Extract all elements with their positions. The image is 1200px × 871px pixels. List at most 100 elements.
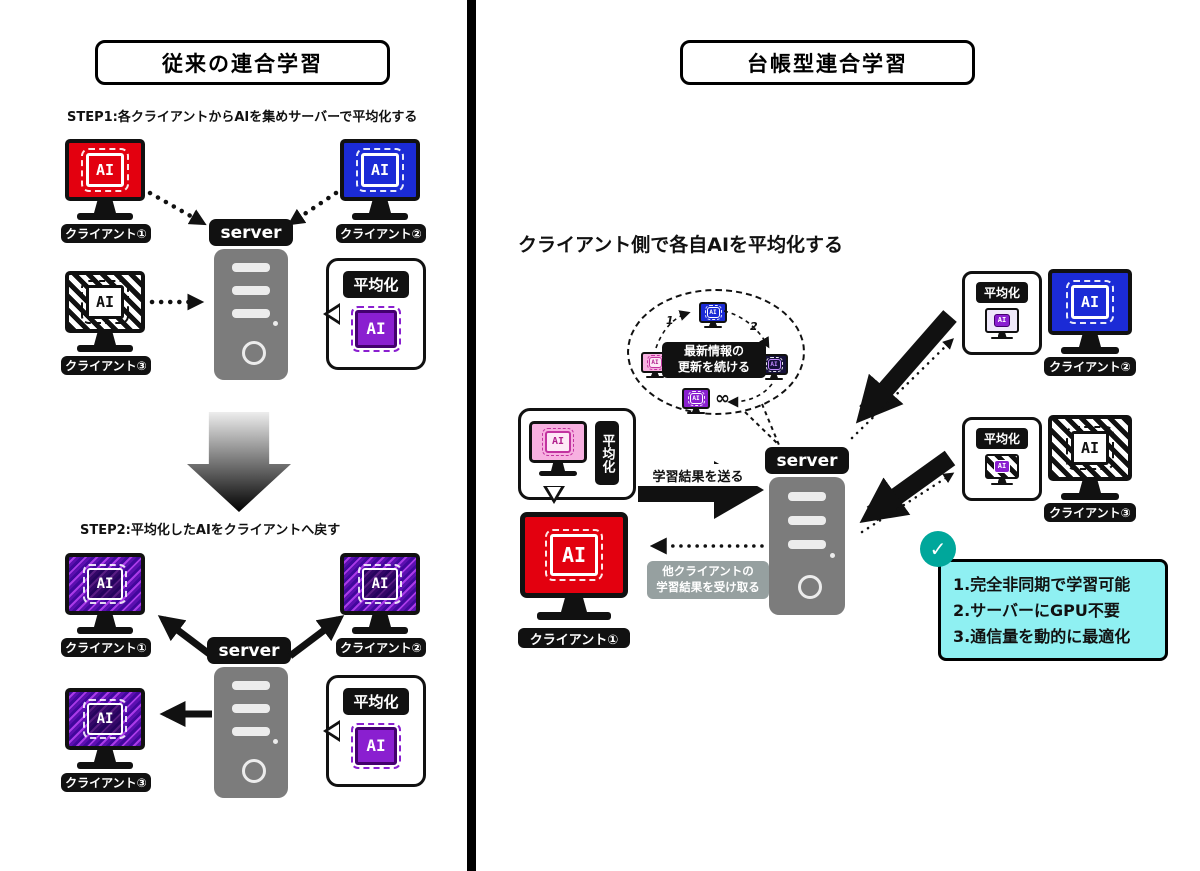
right-client3-monitor: AI [1048, 415, 1132, 500]
monitor-stand [551, 463, 565, 471]
bubble-pink-monitor: AI [529, 421, 587, 476]
step1-client1-label: クライアント① [61, 224, 151, 243]
server-slot [232, 263, 270, 272]
step2-averaging-bubble: 平均化 AI [323, 675, 426, 787]
ai-chip-icon: AI [545, 529, 603, 581]
ai-chip-icon: AI [994, 314, 1010, 327]
benefit-2: 2.サーバーにGPU不要 [953, 600, 1120, 620]
server-power-icon [798, 575, 822, 599]
step1-client3-label: クライアント③ [61, 356, 151, 375]
right-client1-screen: AI [520, 512, 628, 598]
arrow-client2-to-server [855, 310, 957, 424]
right-client1-monitor: AI [520, 512, 628, 620]
ai-chip-icon: AI [994, 460, 1010, 473]
cloud-seq-1: 1 [666, 314, 674, 327]
mini-screen: AI [985, 308, 1019, 333]
ai-chip-icon: AI [83, 564, 127, 604]
step1-client3-screen: AI [65, 271, 145, 333]
monitor-stand [369, 201, 391, 213]
monitor-stand [1079, 335, 1101, 347]
arrow-step2-server-to-client2 [287, 615, 345, 659]
step2-client1-screen: AI [65, 553, 145, 615]
server-led-icon [273, 321, 278, 326]
right-title: 台帳型連合学習 [747, 51, 908, 76]
cloud-seq-2: 2 [750, 320, 758, 333]
step2-client3-monitor: AI [65, 688, 145, 769]
right-title-box: 台帳型連合学習 [680, 40, 975, 85]
cloud-caption: 最新情報の 更新を続ける [662, 342, 766, 378]
right-server-label: server [765, 447, 849, 474]
monitor-base [991, 337, 1013, 339]
arrow-client3-to-server [859, 450, 956, 523]
client2-averaging-bubble: 平均化 AI [962, 271, 1042, 355]
mini-screen: AI [985, 454, 1019, 479]
monitor-base [352, 627, 408, 634]
step2-client2-monitor: AI [340, 553, 420, 634]
monitor-base [687, 412, 705, 414]
right-client2-label: クライアント② [1044, 357, 1136, 376]
panel-divider [467, 0, 476, 871]
server-led-icon [830, 553, 835, 558]
ai-chip-icon: AI [765, 357, 783, 372]
step2-client1-monitor: AI [65, 553, 145, 634]
mini-screen: AI [682, 388, 710, 409]
ai-chip-icon: AI [704, 305, 722, 320]
monitor-base [77, 213, 133, 220]
arrow-step1-client1-to-server [147, 190, 207, 226]
step2-heading: STEP2:平均化したAIをクライアントへ戻す [80, 523, 341, 538]
server-slot [232, 704, 270, 713]
averaging-label: 平均化 [343, 271, 409, 298]
monitor-base [704, 326, 722, 328]
arrow-step1-client2-to-server [287, 190, 339, 226]
server-slot [232, 309, 270, 318]
monitor-stand [692, 409, 700, 412]
step1-client2-screen: AI [340, 139, 420, 201]
cloud-caption-line2: 更新を続ける [677, 360, 750, 374]
monitor-stand [94, 615, 116, 627]
step2-client3-label: クライアント③ [61, 773, 151, 792]
server-slot [788, 492, 826, 501]
monitor-stand [94, 333, 116, 345]
ai-chip-icon: AI [83, 699, 127, 739]
ai-chip-icon: AI [542, 428, 574, 456]
server-slot [232, 727, 270, 736]
step1-server-tower [214, 249, 288, 380]
monitor-stand [709, 323, 717, 326]
averaging-label-vertical: 平均化 [595, 421, 619, 485]
bubble-mini-monitor: AI [985, 454, 1019, 485]
step1-client3-monitor: AI [65, 271, 145, 352]
server-power-icon [242, 759, 266, 783]
monitor-base [77, 627, 133, 634]
step1-client1-monitor: AI [65, 139, 145, 220]
step2-server-tower [214, 667, 288, 798]
ai-chip-icon: AI [1066, 426, 1114, 470]
server-slot [232, 681, 270, 690]
monitor-stand [651, 373, 659, 376]
monitor-stand [997, 333, 1007, 337]
averaging-label: 平均化 [975, 282, 1028, 303]
cloud-mini-monitor-purple: AI [682, 388, 710, 414]
monitor-base [352, 213, 408, 220]
ai-chip-icon: AI [351, 306, 401, 352]
step2-client2-screen: AI [340, 553, 420, 615]
monitor-base [1061, 493, 1119, 500]
server-slot [232, 286, 270, 295]
right-server-tower [769, 477, 845, 615]
step1-server-label: server [209, 219, 293, 246]
step1-heading: STEP1:各クライアントからAIを集めサーバーで平均化する [67, 110, 418, 125]
arrow-step2-server-to-client1 [157, 615, 215, 659]
step2-server-label: server [207, 637, 291, 664]
benefit-1: 1.完全非同期で学習可能 [953, 575, 1131, 594]
monitor-stand [997, 479, 1007, 483]
arrow-server-to-client2-dotted [850, 338, 954, 440]
averaging-label: 平均化 [975, 428, 1028, 449]
receive-results-label: 他クライアントの 学習結果を受け取る [647, 561, 769, 599]
step1-client1-screen: AI [65, 139, 145, 201]
monitor-stand [770, 375, 778, 378]
right-client2-screen: AI [1048, 269, 1132, 335]
ai-chip-icon: AI [646, 355, 664, 370]
monitor-base [77, 762, 133, 769]
monitor-base [77, 345, 133, 352]
monitor-stand [94, 750, 116, 762]
